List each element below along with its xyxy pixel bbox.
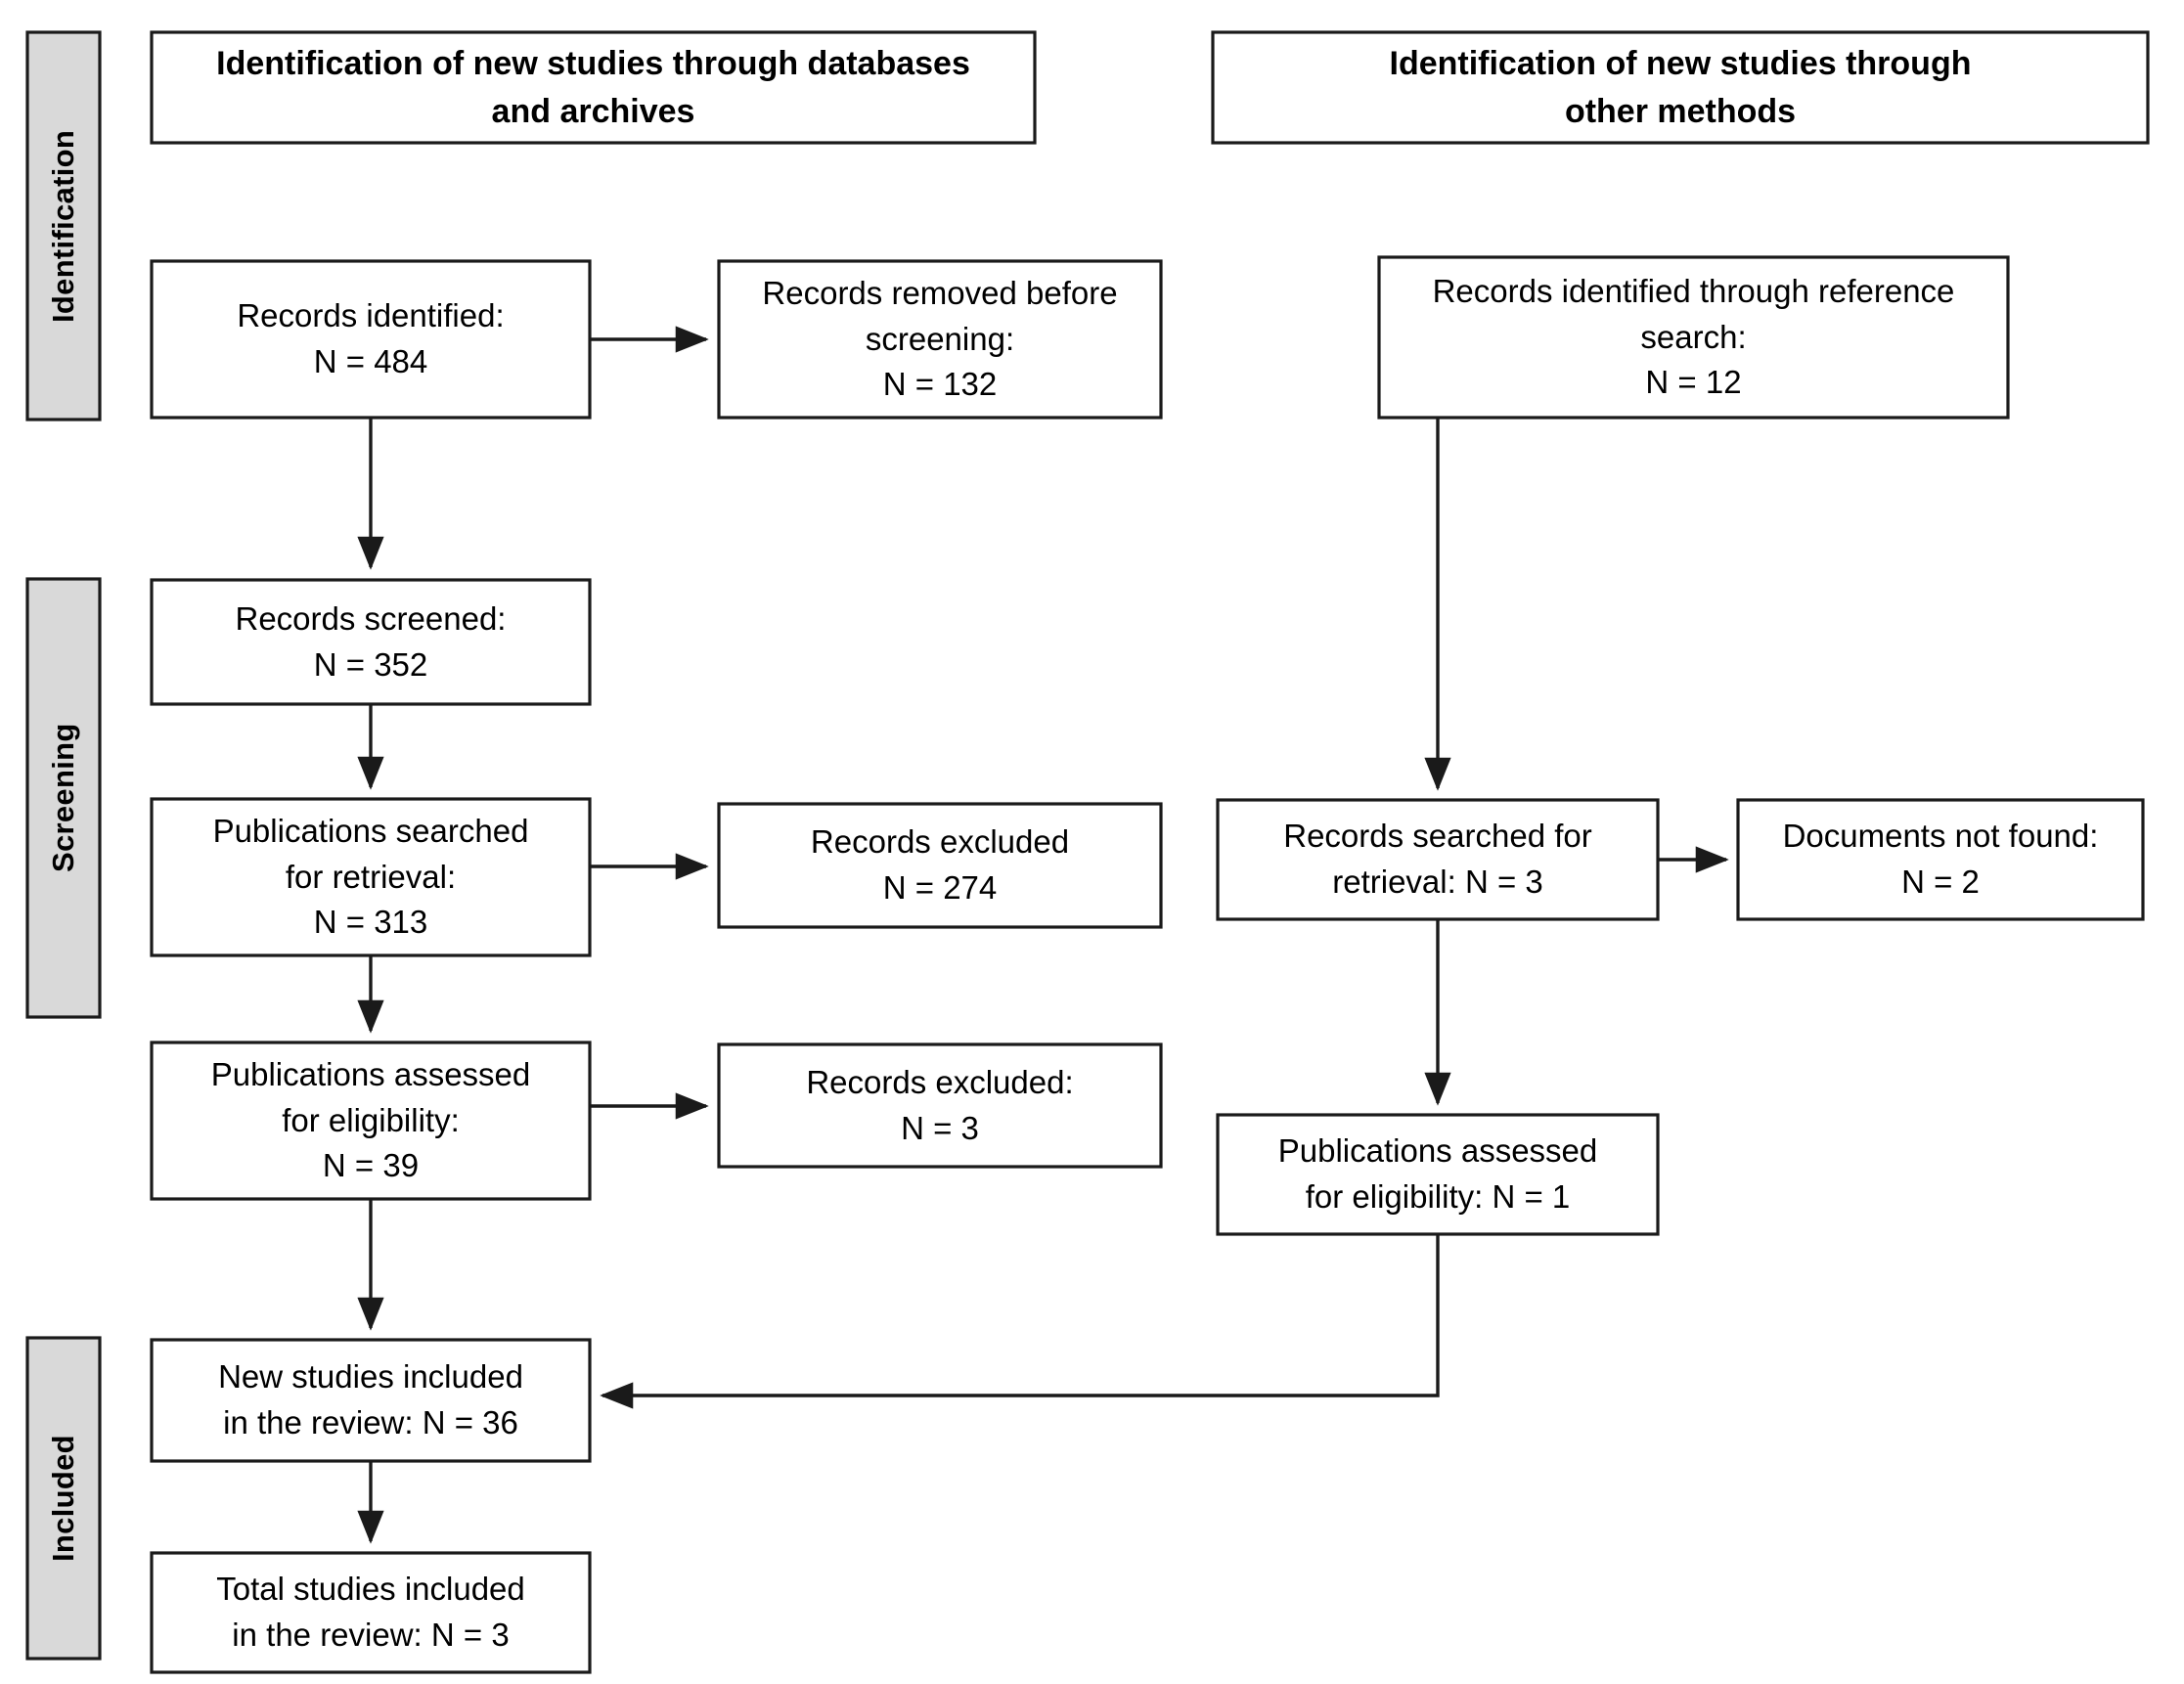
box-other-methods-header <box>1211 30 2150 145</box>
stage-band-included <box>25 1336 102 1661</box>
box-records-removed <box>717 259 1163 420</box>
box-records-identified <box>150 259 592 420</box>
stage-band-identification <box>25 30 102 421</box>
connector-assessed-other-to-new-studies <box>600 1234 1440 1409</box>
box-publications-assessed-eligibility-other <box>1216 1113 1660 1236</box>
box-documents-not-found <box>1736 798 2145 921</box>
box-records-identified-reference <box>1377 255 2010 420</box>
box-total-studies-included <box>150 1551 592 1674</box>
box-records-excluded-1 <box>717 802 1163 929</box>
box-records-screened <box>150 578 592 706</box>
box-publications-assessed-eligibility <box>150 1041 592 1201</box>
box-records-searched-retrieval-other <box>1216 798 1660 921</box>
box-new-studies-included <box>150 1338 592 1463</box>
box-publications-searched-retrieval <box>150 797 592 957</box>
box-databases-header <box>150 30 1037 145</box>
box-records-excluded-2 <box>717 1042 1163 1169</box>
stage-band-screening <box>25 577 102 1019</box>
